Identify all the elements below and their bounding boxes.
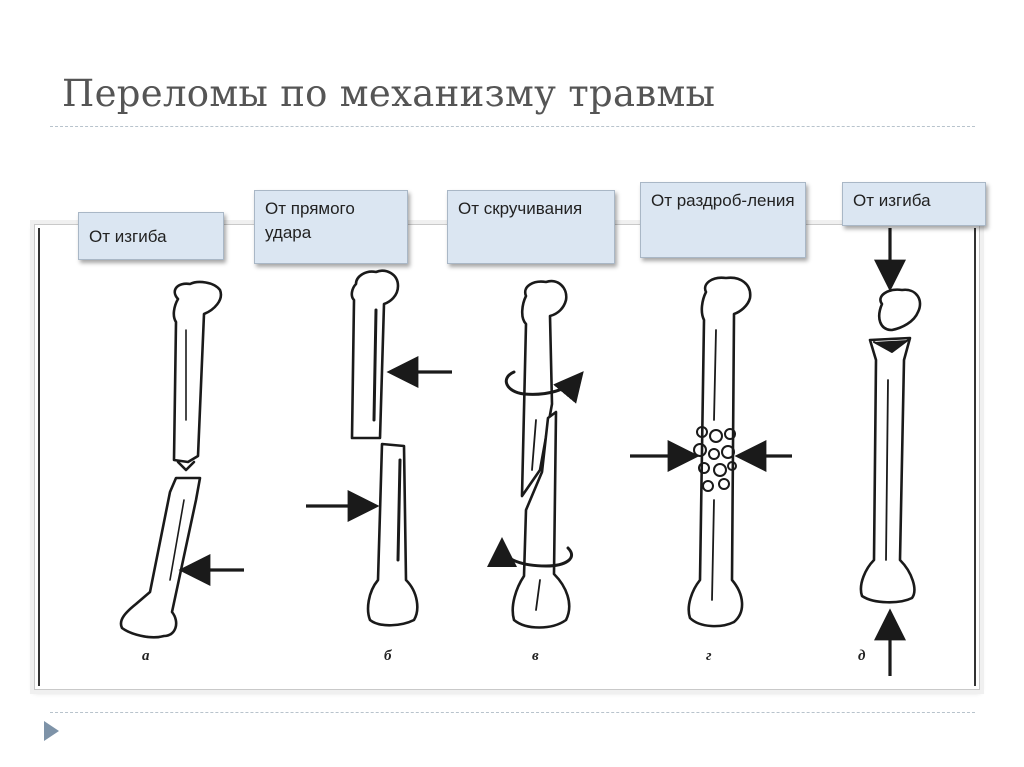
bone-b-direct-blow xyxy=(350,269,419,627)
label-bending-d: От изгиба xyxy=(842,182,986,226)
label-comminution: От раздроб-ления xyxy=(640,182,806,258)
bone-d-head xyxy=(878,288,922,332)
slide-title: Переломы по механизму травмы xyxy=(62,72,716,115)
figure-letter-b: б xyxy=(384,648,392,664)
footer-divider xyxy=(50,712,975,713)
figure-letter-d: д xyxy=(858,648,866,664)
bone-a-lower-fragment xyxy=(119,476,202,639)
bone-v-lower xyxy=(511,410,571,629)
bone-v-torsion xyxy=(487,279,584,629)
label-direct-blow: От прямого удара xyxy=(254,190,408,264)
title-divider xyxy=(50,126,975,127)
figure-letter-a: а xyxy=(142,648,150,664)
bone-a-upper-fragment xyxy=(172,280,223,464)
label-torsion: От скручивания xyxy=(447,190,615,264)
bone-v-upper xyxy=(520,279,568,498)
figure-letter-v: в xyxy=(532,648,539,664)
label-bending-a: От изгиба xyxy=(78,212,224,260)
figure-letter-g: г xyxy=(706,648,712,664)
bone-g-comminuted xyxy=(687,276,752,628)
figure-inner-border xyxy=(38,228,976,686)
bone-a-bending xyxy=(119,280,223,639)
bone-d-axial xyxy=(859,288,922,604)
triangle-right-icon[interactable] xyxy=(44,721,59,741)
bone-b-lower-fragment xyxy=(366,442,419,627)
